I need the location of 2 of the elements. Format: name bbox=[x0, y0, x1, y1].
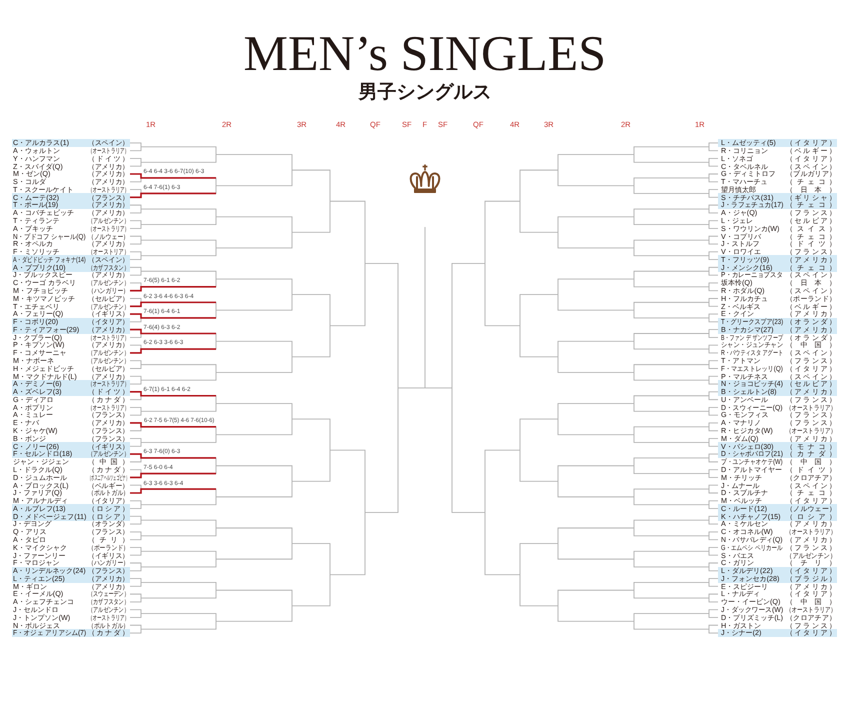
subtitle: 男子シングルス bbox=[358, 81, 492, 103]
title: MEN’s SINGLES bbox=[244, 26, 606, 80]
